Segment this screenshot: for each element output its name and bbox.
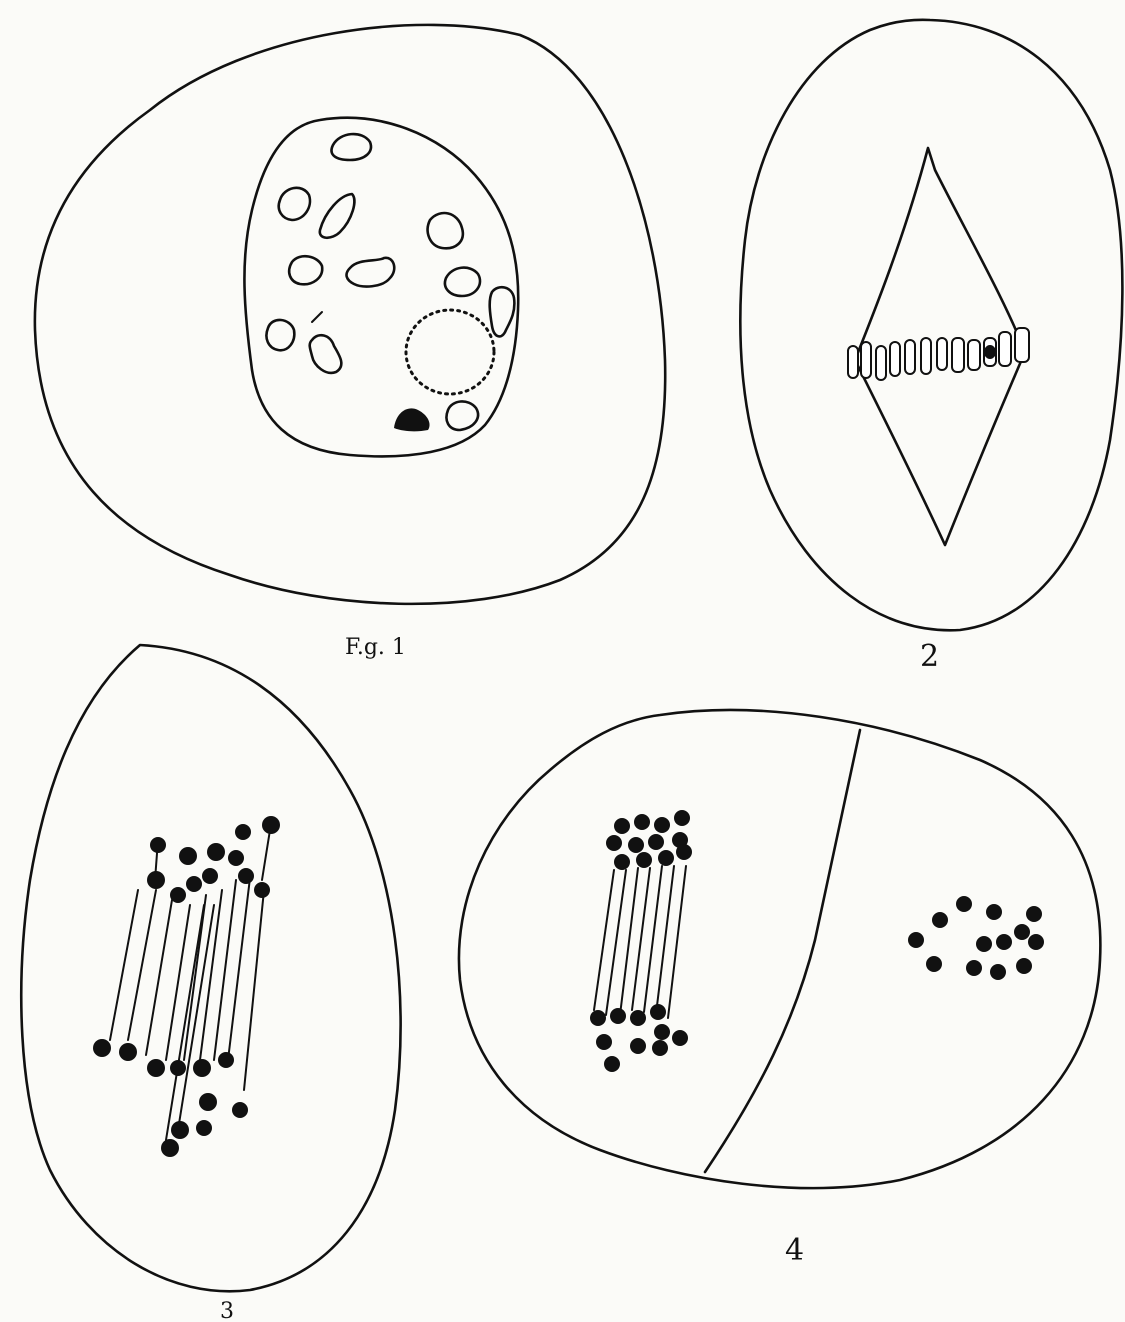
fig1-chromatin-4 bbox=[428, 213, 463, 248]
fig4-label: 4 bbox=[785, 1233, 804, 1268]
figure-1: F.g. 1 bbox=[35, 25, 665, 660]
fig1-cell-membrane bbox=[35, 25, 665, 604]
fig1-chromatin-9 bbox=[266, 320, 294, 350]
figure-3: 3 bbox=[21, 645, 400, 1322]
fig1-dark-body bbox=[394, 408, 430, 431]
figure-2: 2 bbox=[740, 20, 1122, 674]
fig1-chromatin-1 bbox=[332, 134, 371, 160]
figure-4: 4 bbox=[459, 710, 1100, 1268]
fig2-label: 2 bbox=[920, 639, 939, 674]
fig4-chromosomes-left-lower bbox=[590, 1004, 688, 1072]
fig1-chromatin-5 bbox=[289, 256, 322, 284]
fig4-chromosomes-right-cluster bbox=[908, 896, 1044, 980]
fig1-chromatin-3 bbox=[320, 194, 355, 238]
fig1-chromatin-7 bbox=[445, 268, 480, 296]
fig4-cleavage-line bbox=[705, 730, 860, 1172]
fig3-chromosomes-upper bbox=[147, 816, 280, 903]
fig1-chromatin-11 bbox=[447, 401, 479, 430]
fig1-chromatin-8 bbox=[490, 287, 515, 336]
fig4-spindle-fibres bbox=[594, 866, 686, 1018]
fig1-chromatin-fragment bbox=[312, 312, 322, 322]
fig1-chromatin-6 bbox=[347, 258, 395, 287]
fig1-nucleolus bbox=[406, 310, 494, 394]
fig1-chromatin-10 bbox=[310, 335, 342, 373]
fig2-cell-membrane bbox=[740, 20, 1122, 630]
fig4-chromosomes-left-upper bbox=[606, 810, 692, 870]
fig3-label: 3 bbox=[220, 1299, 234, 1322]
fig1-label: F.g. 1 bbox=[345, 635, 406, 660]
fig3-chromosomes-lower bbox=[93, 1039, 248, 1157]
fig1-chromatin-2 bbox=[279, 188, 310, 220]
fig2-metaphase-plate bbox=[848, 328, 1029, 380]
